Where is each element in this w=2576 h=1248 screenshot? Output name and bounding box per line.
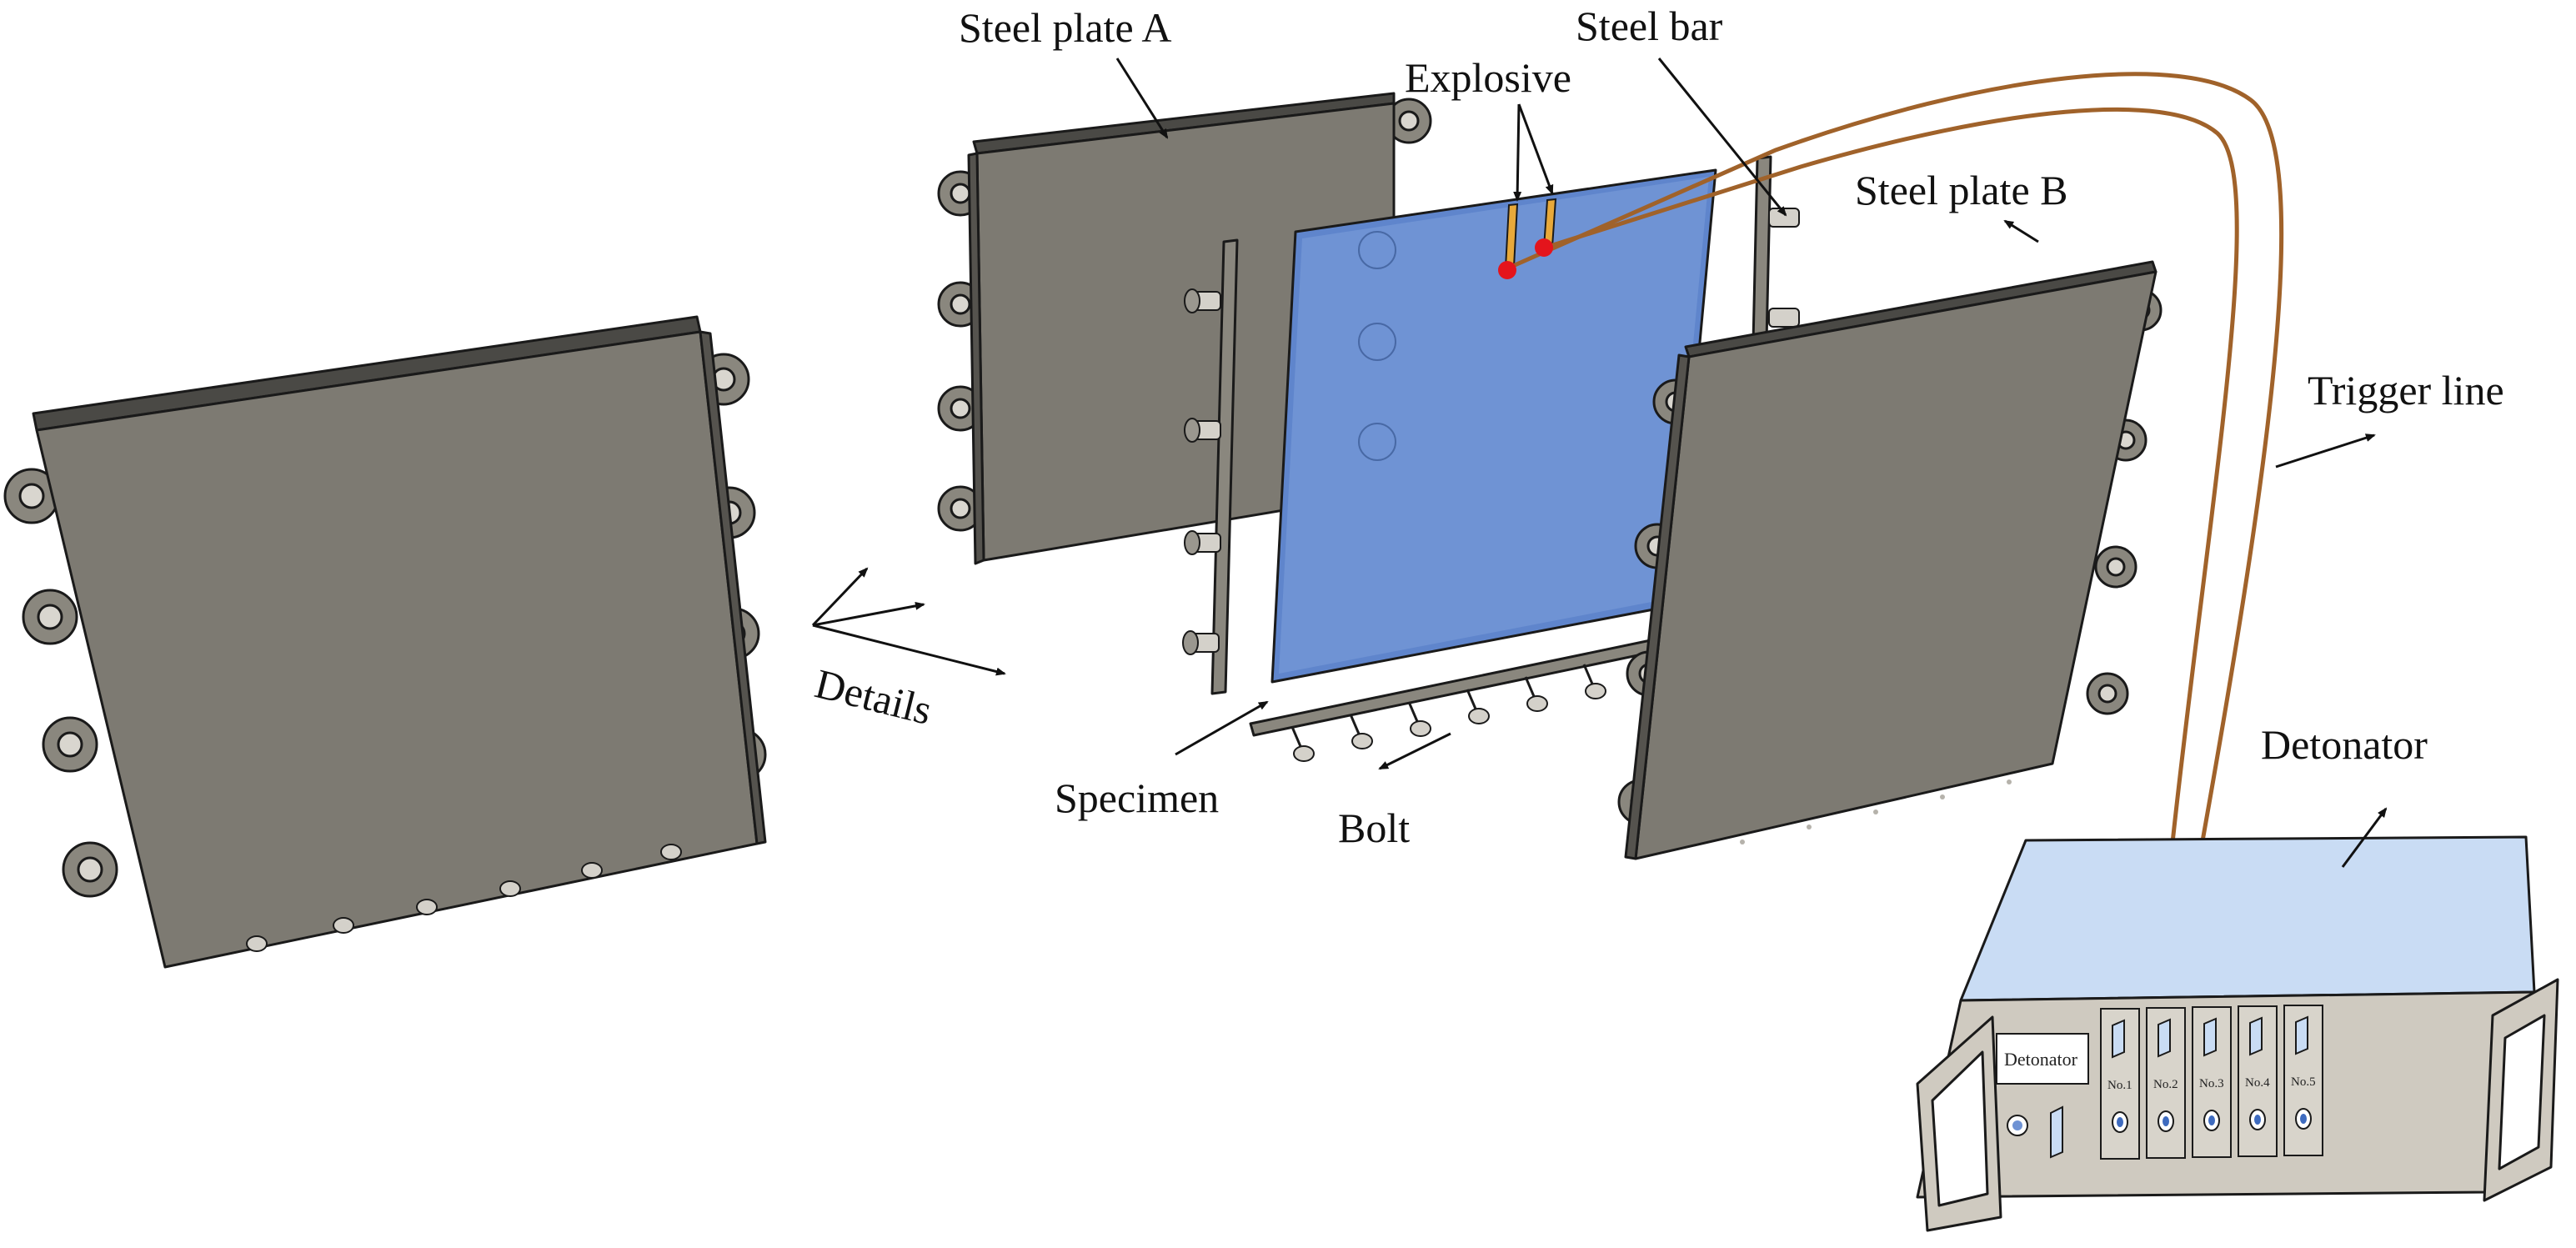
steel-bar-left: [1182, 238, 1239, 695]
explosive-label: Explosive: [1405, 54, 1571, 101]
detonator-right-handle: [2483, 978, 2559, 1202]
assembled-bottom-bolts: [246, 844, 682, 952]
trigger-line-label: Trigger line: [2308, 367, 2504, 413]
steel-plate-a-label: Steel plate A: [959, 4, 1172, 51]
explosive-strips: [1504, 198, 1557, 269]
assembled-fixture: [3, 315, 767, 969]
assembled-left-lugs: [3, 468, 118, 898]
steel-plate-b: [1617, 260, 2163, 860]
trigger-lines: [1506, 72, 2284, 851]
svg-text:No.5: No.5: [2291, 1075, 2316, 1089]
channel-module-4: No.4: [2238, 1005, 2278, 1157]
channel-module-5: No.5: [2283, 1005, 2323, 1156]
detonator-display-text: Detonator: [2004, 1049, 2078, 1070]
detonator-box: Detonator No.1 No.2 N: [1916, 835, 2559, 1232]
svg-text:No.1: No.1: [2107, 1079, 2132, 1092]
details-label: Details: [810, 659, 936, 734]
master-switch-icon: [2050, 1105, 2063, 1159]
svg-text:No.2: No.2: [2153, 1078, 2178, 1091]
channel-module-2: No.2: [2146, 1007, 2186, 1159]
detonator-label: Detonator: [2261, 721, 2428, 768]
channel-module-1: No.1: [2100, 1008, 2140, 1160]
detonator-display: [1996, 1033, 2089, 1085]
specimen-label: Specimen: [1055, 774, 1219, 821]
details-axis-arrows: [811, 567, 1006, 676]
specimen-plate: [1270, 168, 1717, 684]
svg-text:No.4: No.4: [2245, 1076, 2270, 1090]
steel-plate-b-label: Steel plate B: [1855, 167, 2068, 213]
channel-module-3: No.3: [2192, 1006, 2232, 1158]
steel-bar-label: Steel bar: [1576, 3, 1723, 49]
bolt-label: Bolt: [1338, 804, 1410, 851]
svg-text:No.3: No.3: [2199, 1077, 2224, 1090]
detonator-left-handle: [1916, 1015, 2002, 1232]
detonation-points: [1498, 238, 1553, 279]
callout-arrows: [1115, 58, 2388, 868]
channel-modules: No.1 No.2 No.3 No.4: [2100, 1005, 2323, 1160]
